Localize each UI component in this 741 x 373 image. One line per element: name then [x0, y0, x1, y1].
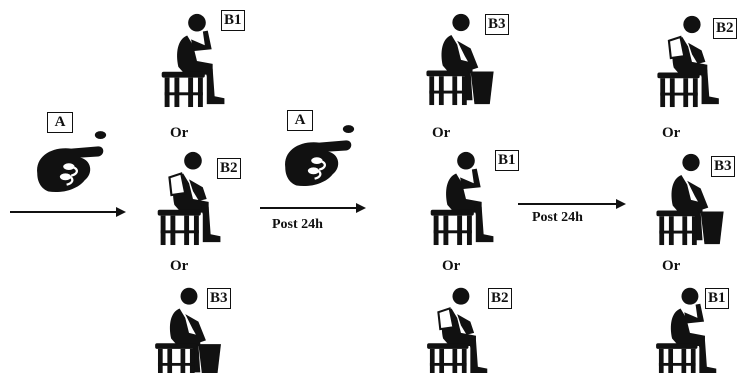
stage2-option-3: B2 — [488, 288, 512, 309]
stage1-option-3: B3 — [207, 288, 231, 309]
stage2-option-2: B1 — [495, 150, 519, 171]
person-eating-icon — [430, 151, 494, 246]
stage3-option-3: B1 — [705, 288, 729, 309]
or-label: Or — [432, 125, 451, 141]
stage1-option-1: B1 — [221, 10, 245, 31]
stimulus-a-box: A — [47, 112, 73, 133]
arrow-to-stage3 — [518, 199, 626, 209]
stage1-option-2: B2 — [217, 158, 241, 179]
or-label: Or — [442, 258, 461, 274]
stage3-option-1: B2 — [713, 18, 737, 39]
hand-icon — [283, 123, 356, 188]
or-label: Or — [662, 125, 681, 141]
time-label: Post 24h — [272, 217, 323, 232]
stage2-option-1: B3 — [485, 14, 509, 35]
or-label: Or — [170, 125, 189, 141]
arrow-to-stage2 — [260, 203, 366, 213]
hand-icon — [35, 129, 108, 194]
time-label: Post 24h — [532, 210, 583, 225]
stage3-option-2: B3 — [711, 156, 735, 177]
or-label: Or — [170, 258, 189, 274]
or-label: Or — [662, 258, 681, 274]
stimulus-a-box: A — [287, 110, 313, 131]
arrow-to-stage1 — [10, 207, 126, 217]
